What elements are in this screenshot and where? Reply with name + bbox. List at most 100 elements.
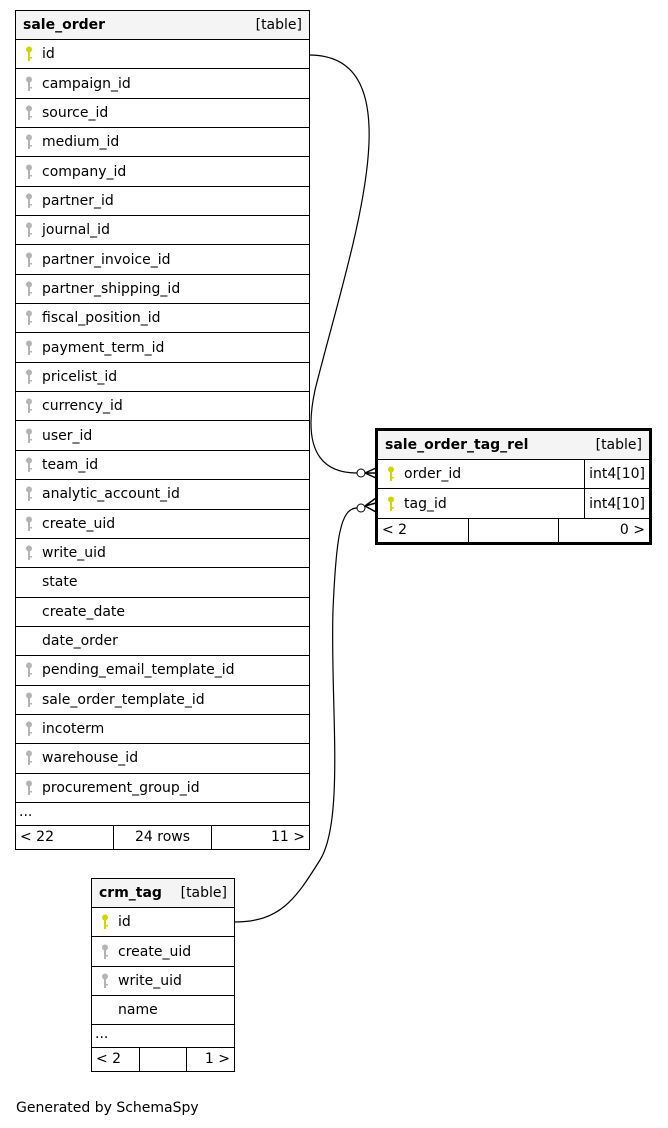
more-columns[interactable]: ... bbox=[16, 803, 309, 826]
foreign-key-icon bbox=[16, 545, 42, 561]
column-name: create_date bbox=[42, 603, 126, 620]
column-row[interactable]: name bbox=[92, 996, 234, 1026]
column-row[interactable]: campaign_id bbox=[16, 69, 309, 99]
column-name: create_uid bbox=[42, 515, 116, 532]
foreign-key-icon bbox=[16, 164, 42, 180]
column-row[interactable]: incoterm bbox=[16, 715, 309, 745]
more-columns[interactable]: ... bbox=[92, 1025, 234, 1049]
column-row[interactable]: team_id bbox=[16, 451, 309, 481]
foreign-key-icon bbox=[16, 193, 42, 209]
row-count bbox=[467, 518, 559, 542]
column-row[interactable]: company_id bbox=[16, 157, 309, 187]
column-name: state bbox=[42, 574, 78, 591]
foreign-key-icon bbox=[16, 662, 42, 678]
column-row[interactable]: fiscal_position_id bbox=[16, 304, 309, 334]
row-count: 24 rows bbox=[113, 825, 211, 849]
column-row[interactable]: medium_id bbox=[16, 128, 309, 158]
table-header[interactable]: sale_order [table] bbox=[16, 11, 309, 40]
foreign-key-icon bbox=[16, 252, 42, 268]
foreign-key-icon bbox=[16, 516, 42, 532]
table-footer: < 2 0 > bbox=[378, 518, 649, 542]
edge-sale-order-to-tag-rel bbox=[308, 54, 370, 474]
column-row[interactable]: analytic_account_id bbox=[16, 480, 309, 510]
table-header[interactable]: sale_order_tag_rel[table] bbox=[378, 431, 649, 460]
foreign-key-icon bbox=[16, 310, 42, 326]
column-row[interactable]: write_uid bbox=[16, 539, 309, 569]
foreign-key-icon bbox=[16, 692, 42, 708]
column-type: int4[10] bbox=[584, 460, 649, 489]
foreign-key-icon bbox=[92, 973, 118, 989]
parents-link[interactable]: < 2 bbox=[382, 521, 408, 538]
column-row[interactable]: order_id int4[10] bbox=[378, 460, 649, 490]
column-row[interactable]: warehouse_id bbox=[16, 744, 309, 774]
edge-crm-tag-to-tag-rel bbox=[233, 507, 358, 923]
column-row[interactable]: sale_order_template_id bbox=[16, 686, 309, 715]
edge-crows-foot bbox=[364, 467, 377, 479]
table-sale-order-tag-rel[interactable]: sale_order_tag_rel[table] order_id int4[10… bbox=[375, 428, 652, 545]
column-name: source_id bbox=[42, 104, 109, 121]
children-link[interactable]: 11 > bbox=[211, 825, 309, 849]
foreign-key-icon bbox=[16, 750, 42, 766]
column-row[interactable]: currency_id bbox=[16, 392, 309, 422]
foreign-key-icon bbox=[16, 134, 42, 150]
column-name: write_uid bbox=[42, 545, 106, 562]
column-name: date_order bbox=[42, 633, 118, 650]
column-name: id bbox=[42, 46, 55, 63]
children-link[interactable]: 1 > bbox=[186, 1048, 234, 1072]
column-name: team_id bbox=[42, 456, 99, 473]
column-row[interactable]: create_date bbox=[16, 598, 309, 627]
column-name: tag_id bbox=[404, 495, 447, 512]
primary-key-icon bbox=[16, 46, 42, 62]
foreign-key-icon bbox=[16, 281, 42, 297]
edge-optional-marker bbox=[356, 503, 366, 513]
column-name: pricelist_id bbox=[42, 368, 118, 385]
column-row[interactable]: id bbox=[16, 40, 309, 70]
parents-link[interactable]: < 22 bbox=[20, 828, 54, 845]
column-row[interactable]: create_uid bbox=[92, 937, 234, 967]
column-row[interactable]: state bbox=[16, 568, 309, 598]
foreign-key-icon bbox=[16, 76, 42, 92]
column-row[interactable]: user_id bbox=[16, 421, 309, 451]
column-name: id bbox=[118, 914, 131, 931]
table-footer: < 2 1 > bbox=[92, 1048, 234, 1072]
column-row[interactable]: tag_id int4[10] bbox=[378, 489, 649, 519]
column-name: fiscal_position_id bbox=[42, 310, 161, 327]
column-row[interactable]: pending_email_template_id bbox=[16, 656, 309, 686]
table-kind: [table] bbox=[255, 17, 302, 33]
column-row[interactable]: id bbox=[92, 908, 234, 938]
column-row[interactable]: partner_invoice_id bbox=[16, 245, 309, 275]
foreign-key-icon bbox=[16, 398, 42, 414]
column-name: order_id bbox=[404, 466, 462, 483]
primary-key-icon bbox=[378, 466, 404, 482]
table-header[interactable]: crm_tag[table] bbox=[92, 879, 234, 908]
column-row[interactable]: source_id bbox=[16, 99, 309, 129]
parents-link[interactable]: < 2 bbox=[96, 1051, 122, 1068]
column-row[interactable]: pricelist_id bbox=[16, 363, 309, 393]
column-name: incoterm bbox=[42, 721, 105, 738]
column-row[interactable]: partner_id bbox=[16, 187, 309, 217]
table-name: sale_order bbox=[23, 17, 106, 33]
foreign-key-icon bbox=[16, 457, 42, 473]
column-row[interactable]: create_uid bbox=[16, 510, 309, 539]
column-row[interactable]: payment_term_id bbox=[16, 333, 309, 363]
column-row[interactable]: write_uid bbox=[92, 967, 234, 997]
primary-key-icon bbox=[378, 496, 404, 512]
row-count bbox=[138, 1048, 187, 1072]
column-name: payment_term_id bbox=[42, 339, 165, 356]
column-type: int4[10] bbox=[584, 489, 649, 518]
column-row[interactable]: date_order bbox=[16, 627, 309, 657]
column-name: campaign_id bbox=[42, 75, 131, 92]
column-name: name bbox=[118, 1002, 158, 1019]
column-row[interactable]: procurement_group_id bbox=[16, 774, 309, 803]
primary-key-icon bbox=[92, 914, 118, 930]
column-row[interactable]: journal_id bbox=[16, 216, 309, 246]
column-name: analytic_account_id bbox=[42, 486, 180, 503]
foreign-key-icon bbox=[16, 486, 42, 502]
children-link[interactable]: 0 > bbox=[558, 518, 649, 542]
table-kind: [table] bbox=[180, 885, 227, 901]
column-row[interactable]: partner_shipping_id bbox=[16, 275, 309, 305]
